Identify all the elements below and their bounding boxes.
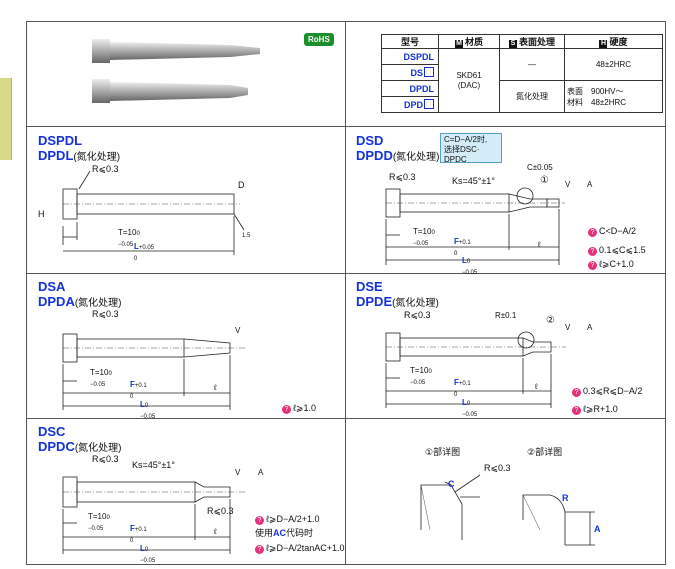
dsa-lsmall: ℓ (214, 383, 217, 392)
detail-2-a: A (594, 524, 601, 534)
dse-l: L0 −0.05 (462, 398, 478, 418)
dsc-r3: R⩽0.3 (207, 506, 234, 516)
detail-1-r: R⩽0.3 (484, 463, 511, 473)
dsd-c: C±0.05 (527, 163, 553, 172)
dsc-l: L0 −0.05 (140, 544, 156, 564)
side-tab (0, 78, 12, 160)
dsc-ks: Ks=45°±1° (132, 460, 175, 470)
hardness-value-2: 表面 900HV～材料 48±2HRC (564, 80, 663, 113)
dse-note-1: ?0.3⩽R⩽D−A/2 (572, 385, 642, 397)
dse-lsmall: ℓ (535, 382, 538, 391)
detail-2-r: R (562, 493, 569, 503)
hardness-value-1: 48±2HRC (564, 48, 663, 81)
dsd-a: A (587, 180, 593, 189)
material-icon: M (454, 40, 463, 48)
dsc-note-1: ?ℓ⩾D−A/2+1.0 (255, 513, 320, 525)
dsc-t: T=100 −0.05 (88, 512, 110, 532)
dsa-note: ?ℓ⩾1.0 (282, 402, 316, 414)
dse-f: F+0.1 0 (454, 378, 471, 398)
dspdl-t: T=100 −0.05 (118, 228, 140, 248)
dse-a: A (587, 323, 593, 332)
rohs-badge: RoHS (304, 33, 334, 46)
dsc-r: R⩽0.3 (92, 454, 119, 464)
dsa-f: F+0.1 0 (130, 380, 147, 400)
dspdl-h: H (38, 209, 45, 219)
surface-value-2: 氮化处理 (499, 80, 565, 113)
dspdl-ang: 1.5 (242, 233, 251, 239)
dsc-lsmall: ℓ (214, 527, 217, 536)
dsd-note-1: ?C<D−A/2 (588, 225, 636, 237)
dsa-l: L0 −0.05 (140, 400, 156, 420)
surface-value-1: — (499, 48, 565, 81)
dsc-note-3: ?ℓ⩾D−A/2tanAC+1.0 (255, 542, 345, 554)
dse-circ: ② (546, 315, 555, 326)
dsc-f: F+0.1 0 (130, 524, 147, 544)
detail-2-title: ②部详图 (527, 447, 563, 457)
surface-icon: S (508, 40, 517, 48)
hardness-icon: H (599, 40, 608, 48)
dsc-callout: C=D−A/2时,选择DSC· DPDC (440, 133, 502, 164)
dsd-ks: Ks=45°±1° (452, 176, 495, 186)
dsd-r: R⩽0.3 (389, 172, 416, 182)
code-dpd: DPD (381, 96, 439, 113)
dspdl-l: L+0.05 0 (134, 242, 155, 262)
dse-r2: R±0.1 (495, 311, 517, 320)
dsa-r: R⩽0.3 (92, 309, 119, 319)
dsd-circ: ① (540, 175, 549, 186)
dse-note-2: ?ℓ⩾R+1.0 (572, 403, 618, 415)
dspdl-r: R⩽0.3 (92, 164, 119, 174)
dse-t: T=100 −0.05 (410, 366, 432, 386)
dspdl-d: D (238, 180, 245, 190)
dsd-t: T=100 −0.05 (413, 227, 435, 247)
dsd-v: V (565, 180, 571, 189)
detail-1-c: C (448, 479, 455, 489)
dsd-lsmall: ℓ (538, 240, 541, 249)
material-value: SKD61 (DAC) (438, 48, 500, 113)
dse-v: V (565, 323, 571, 332)
dsa-t: T=100 −0.05 (90, 368, 112, 388)
dsc-v: V (235, 468, 241, 477)
dse-r: R⩽0.3 (404, 310, 431, 320)
detail-1-title: ①部详图 (425, 447, 461, 457)
product-sheet (26, 21, 666, 565)
header-code: 型号 (381, 34, 439, 49)
dsd-note-3: ?ℓ⩾C+1.0 (588, 258, 634, 270)
dsc-a: A (258, 468, 264, 477)
dsd-l: L0 −0.05 (462, 256, 478, 276)
dsc-note-2: 使用AC代码时 (255, 528, 314, 538)
dsa-v: V (235, 326, 241, 335)
dsd-f: F+0.1 0 (454, 237, 471, 257)
dsd-note-2: ?0.1⩽C⩽1.5 (588, 244, 646, 256)
